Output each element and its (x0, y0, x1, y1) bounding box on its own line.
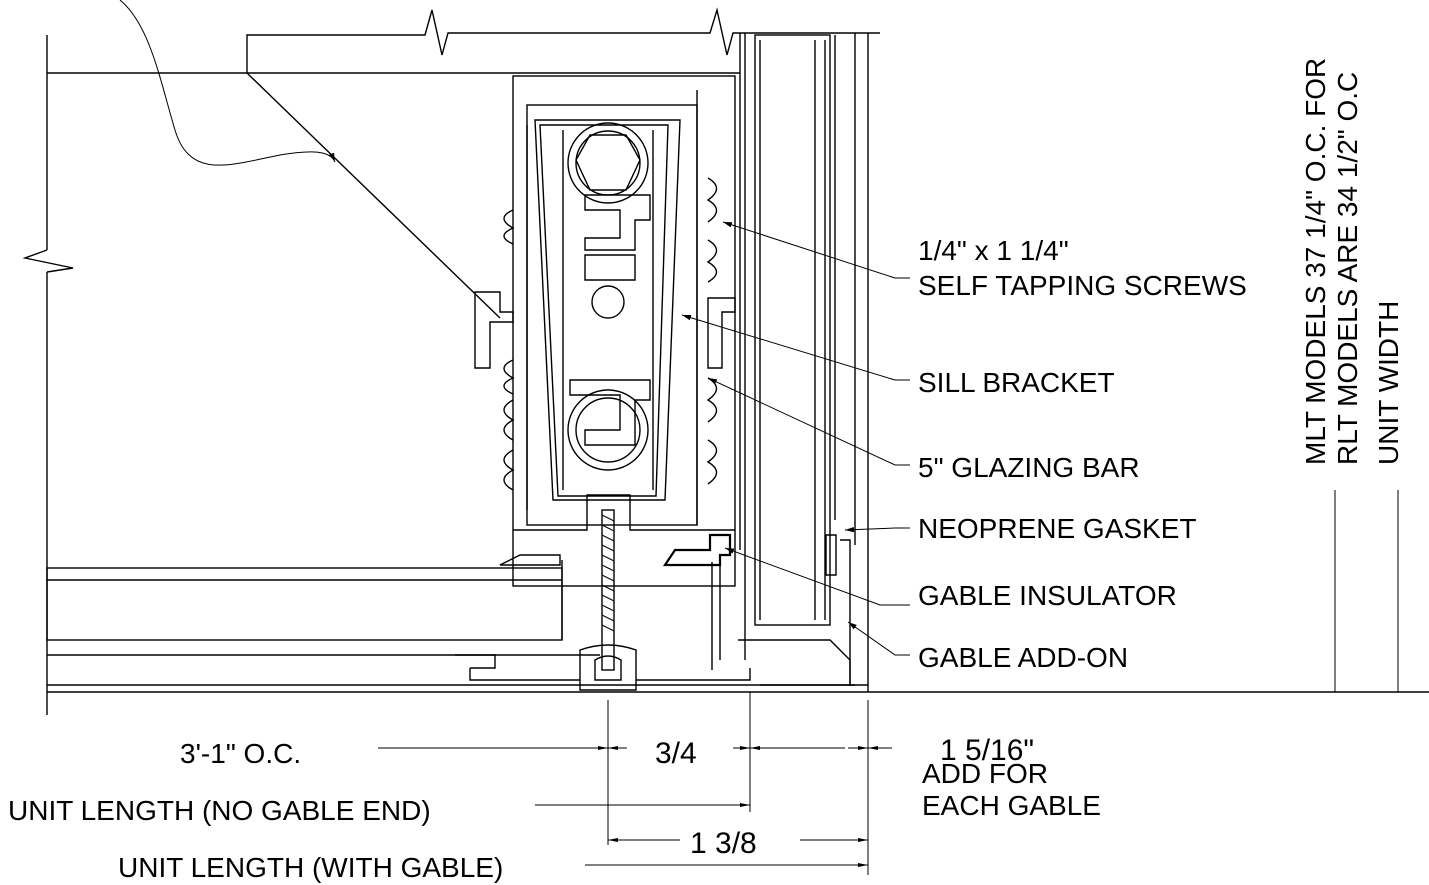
one-three-eighths-dimension: 1 3/8 (690, 827, 757, 860)
gable-add-dimension: 1 5/16" (940, 734, 1034, 767)
glazing-bar (512, 75, 736, 587)
three-quarter-dimension: 3/4 (655, 737, 697, 770)
screws-type-label: SELF TAPPING SCREWS (918, 270, 1247, 301)
sill-bracket-label: SILL BRACKET (918, 367, 1115, 398)
screws-size-label: 1/4" x 1 1/4" (918, 235, 1069, 266)
top-beam (246, 7, 880, 319)
add-for-label: ADD FOR (922, 758, 1048, 789)
unit-length-with-gable-label: UNIT LENGTH (WITH GABLE) (118, 852, 503, 883)
unit-length-no-gable-label: UNIT LENGTH (NO GABLE END) (8, 795, 431, 826)
gable-add-on-label: GABLE ADD-ON (918, 642, 1128, 673)
unit-width-label: UNIT WIDTH (1373, 301, 1404, 465)
frame-mullions (739, 33, 869, 692)
neoprene-gasket-label: NEOPRENE GASKET (918, 513, 1197, 544)
mlt-models-note: MLT MODELS 37 1/4" O.C. FOR (1300, 58, 1331, 465)
leader-curve (119, 0, 336, 166)
sill-bracket (567, 122, 651, 471)
wall-section (22, 35, 740, 715)
callout-leaders (681, 221, 910, 656)
dimension-lines (378, 490, 1399, 875)
sill-base (46, 509, 1429, 693)
each-gable-label: EACH GABLE (922, 790, 1101, 821)
gable-insulator-label: GABLE INSULATOR (918, 580, 1177, 611)
glazing-bar-label: 5" GLAZING BAR (918, 452, 1140, 483)
self-tapping-screws (474, 177, 736, 491)
oc-dimension: 3'-1" O.C. (180, 738, 301, 769)
rlt-models-note: RLT MODELS ARE 34 1/2" O.C (1332, 72, 1363, 465)
